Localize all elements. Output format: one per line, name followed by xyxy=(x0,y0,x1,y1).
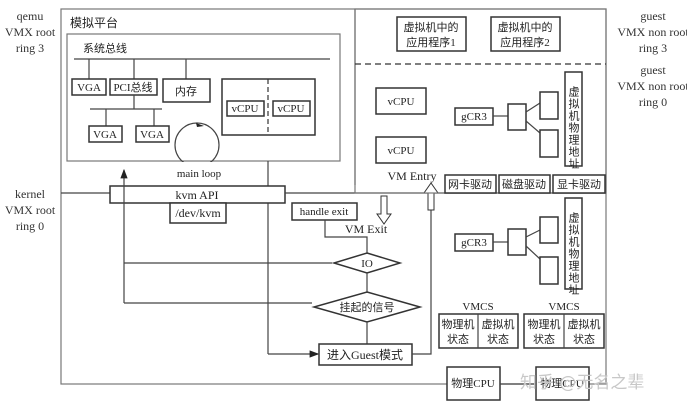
vm-exit-label: VM Exit xyxy=(345,222,388,236)
ring-label-line: VMX non root xyxy=(617,79,687,93)
handle-exit-label: handle exit xyxy=(300,206,349,218)
enter-to-vm-entry xyxy=(412,208,432,355)
memory-box xyxy=(162,78,211,103)
ring-label-line: qemu xyxy=(17,9,44,23)
page-link xyxy=(525,120,541,134)
vm-entry-label: VM Entry xyxy=(388,169,437,183)
vmcs-title: VMCS xyxy=(548,301,579,313)
memory-label: 内存 xyxy=(175,84,197,98)
guest-vcpu-label: vCPU xyxy=(388,96,415,108)
page-table-box xyxy=(507,103,527,131)
app-label-line: 应用程序2 xyxy=(500,35,550,49)
dev-kvm-label: /dev/kvm xyxy=(175,206,221,220)
ring-label-line: kernel xyxy=(15,187,46,201)
app-label-line: 虚拟机中的 xyxy=(498,20,553,34)
page-box xyxy=(539,256,559,285)
vmcs-guest-state: 虚拟机 xyxy=(482,317,515,331)
io-label: IO xyxy=(361,258,373,270)
page-link xyxy=(525,245,541,260)
vm-phys-addr-box xyxy=(564,71,583,167)
physical-cpu-box xyxy=(535,366,590,401)
system-bus-box xyxy=(66,33,341,162)
app-label-line: 应用程序1 xyxy=(406,35,456,49)
vmcs-guest-state: 状态 xyxy=(573,332,595,346)
physical-cpu-label: 物理CPU xyxy=(451,376,494,390)
page-table-box xyxy=(507,228,527,256)
vmcs-guest-state: 虚拟机 xyxy=(568,317,601,331)
vmcs-host-state: 状态 xyxy=(447,332,469,346)
vga-device-label: VGA xyxy=(93,129,117,141)
driver-box xyxy=(552,174,606,194)
driver-label: 显卡驱动 xyxy=(557,178,601,191)
ring-label-line: ring 3 xyxy=(639,41,667,55)
app-box xyxy=(396,16,467,52)
label-guest-ring3: guest VMX non root ring 3 xyxy=(617,9,687,55)
page-box xyxy=(539,91,559,120)
vmcs-host-state: 状态 xyxy=(533,332,555,346)
driver-box xyxy=(444,174,497,194)
page-link xyxy=(525,229,541,238)
label-guest-ring0: guest VMX non root ring 0 xyxy=(617,63,687,109)
app-label-line: 虚拟机中的 xyxy=(404,20,459,34)
vmcs-title: VMCS xyxy=(462,301,493,313)
system-bus-label: 系统总线 xyxy=(83,41,127,55)
guest-vcpu-box xyxy=(375,136,427,164)
physical-cpu-label: 物理CPU xyxy=(540,376,583,390)
page-link xyxy=(525,102,541,113)
app-box xyxy=(490,16,561,52)
label-qemu-ring: qemu VMX root ring 3 xyxy=(5,9,56,55)
handle-exit-to-io xyxy=(324,220,368,253)
vmcs-guest-state: 状态 xyxy=(487,332,509,346)
gcr3-label: gCR3 xyxy=(461,111,487,123)
vga-device-box xyxy=(135,125,170,143)
platform-title: 模拟平台 xyxy=(70,15,118,30)
main-loop-label: main loop xyxy=(177,168,222,180)
ring-label-line: VMX root xyxy=(5,25,56,39)
kvm-api-label: kvm API xyxy=(175,188,218,202)
vm-exit-arrow xyxy=(376,195,392,225)
ring-label-line: VMX non root xyxy=(617,25,687,39)
vm-entry-arrow xyxy=(423,182,439,211)
vm-phys-addr-label: 虚拟机物理地址 xyxy=(567,86,580,170)
ring-label-line: VMX root xyxy=(5,203,56,217)
vcpu-box xyxy=(272,100,311,117)
vcpu-label: vCPU xyxy=(278,103,305,115)
gcr3-label: gCR3 xyxy=(461,237,487,249)
physical-cpu-box xyxy=(446,366,501,401)
pending-signal-label: 挂起的信号 xyxy=(340,300,395,314)
driver-box xyxy=(498,174,551,194)
vga-device-label: VGA xyxy=(77,82,101,94)
host-outer-frame xyxy=(60,8,607,385)
vm-phys-addr-label: 虚拟机物理地址 xyxy=(567,212,580,296)
enter-guest-label: 进入Guest模式 xyxy=(327,348,403,362)
page-box xyxy=(539,216,559,244)
main-loop-arrow xyxy=(196,123,204,127)
dev-kvm-box xyxy=(169,202,227,224)
vcpu-box xyxy=(226,100,265,117)
ring-label-line: ring 3 xyxy=(16,41,44,55)
vm-phys-addr-box xyxy=(564,197,583,290)
vmcs-host-state: 物理机 xyxy=(442,317,475,331)
vcpu-label: vCPU xyxy=(232,103,259,115)
main-loop-label-bg xyxy=(170,162,230,174)
page-box xyxy=(539,129,559,158)
guest-vcpu-box xyxy=(375,87,427,115)
guest-vcpu-label: vCPU xyxy=(388,145,415,157)
driver-label: 网卡驱动 xyxy=(448,178,492,191)
ring-label-line: ring 0 xyxy=(639,95,667,109)
pci-bus-label: PCI总线 xyxy=(113,80,152,94)
main-loop-circle xyxy=(174,122,220,168)
driver-label: 磁盘驱动 xyxy=(502,177,546,191)
vga-device-box xyxy=(88,125,123,143)
ring-label-line: ring 0 xyxy=(16,219,44,233)
watermark: 知乎 @无名之辈 xyxy=(520,373,644,393)
ring-label-line: guest xyxy=(640,63,666,77)
label-kernel-ring: kernel VMX root ring 0 xyxy=(5,187,56,233)
ring-label-line: guest xyxy=(640,9,666,23)
vga-device-label: VGA xyxy=(140,129,164,141)
vmcs-host-state: 物理机 xyxy=(528,317,561,331)
vga-device-box xyxy=(71,78,107,96)
